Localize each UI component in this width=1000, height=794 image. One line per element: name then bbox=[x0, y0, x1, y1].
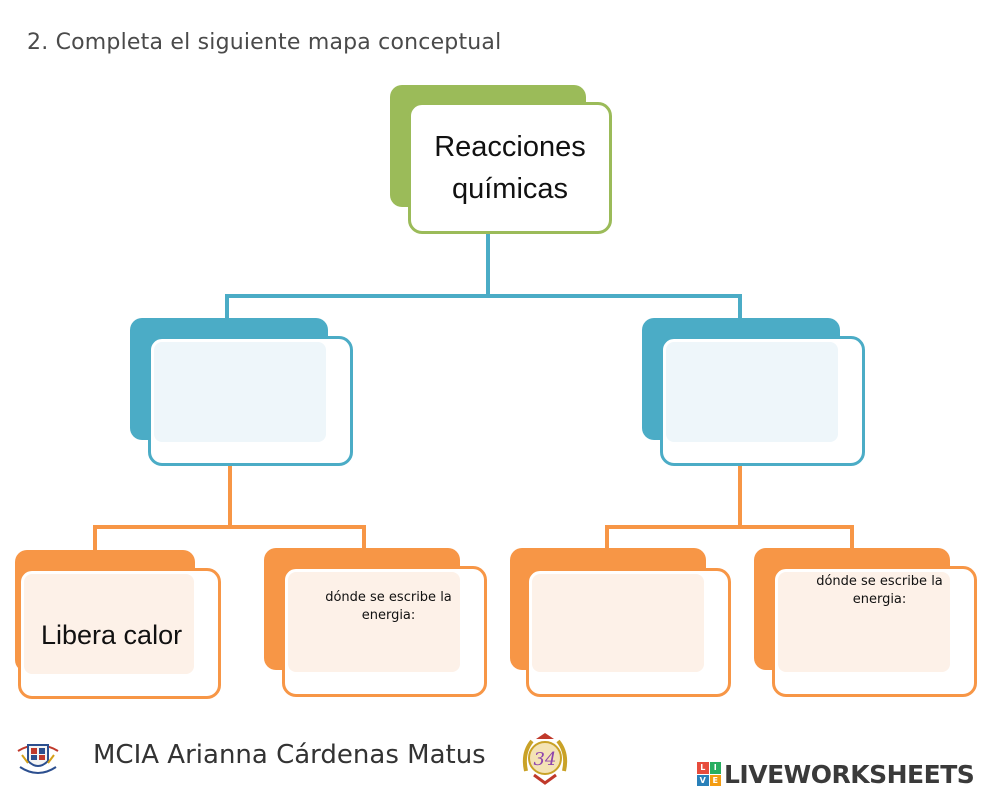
leaf-4-box: dónde se escribe la energia: bbox=[772, 566, 977, 697]
lw-icon-letter-e: E bbox=[709, 774, 721, 786]
connector-root-down bbox=[486, 232, 490, 298]
lw-icon-letter-i: I bbox=[709, 762, 721, 774]
branch-right-node bbox=[642, 318, 867, 467]
lw-icon-letter-v: V bbox=[697, 774, 709, 786]
leaf-1-box: Libera calor bbox=[18, 568, 221, 699]
connector-right-branch bbox=[738, 294, 742, 334]
leaf-4-label: dónde se escribe la energia: bbox=[816, 574, 943, 607]
branch-right-answer-field[interactable] bbox=[666, 342, 838, 442]
connector-left-branch bbox=[225, 294, 229, 334]
liveworksheets-logo[interactable]: L I V E LIVEWORKSHEETS bbox=[697, 756, 975, 792]
connector-root-horizontal bbox=[225, 294, 742, 298]
leaf-2-inner bbox=[288, 572, 460, 672]
leaf-4-inner bbox=[778, 572, 950, 672]
instruction-text: 2. Completa el siguiente mapa conceptual bbox=[27, 30, 502, 55]
connector-right-horizontal bbox=[605, 525, 854, 529]
leaf-3-node bbox=[510, 548, 732, 698]
connector-leaf1 bbox=[93, 525, 97, 551]
root-node-box: Reacciones químicas bbox=[408, 102, 612, 234]
leaf-3-box bbox=[526, 568, 731, 697]
branch-left-box bbox=[148, 336, 353, 466]
lw-icon-letter-l: L bbox=[697, 762, 709, 774]
leaf-1-inner bbox=[24, 574, 194, 674]
connector-leaf2 bbox=[362, 525, 366, 551]
connector-leaf3 bbox=[605, 525, 609, 551]
leaf-1-node: Libera calor bbox=[15, 550, 221, 700]
leaf-2-node: dónde se escribe la energia: bbox=[264, 548, 489, 698]
branch-left-answer-field[interactable] bbox=[154, 342, 326, 442]
root-node-label: Reacciones químicas bbox=[434, 130, 586, 205]
anniversary-badge-logo: 34 bbox=[518, 731, 572, 785]
connector-left-down bbox=[228, 462, 232, 528]
school-crest-logo bbox=[14, 737, 62, 779]
leaf-2-label: dónde se escribe la energia: bbox=[325, 590, 452, 623]
leaf-1-label: Libera calor bbox=[41, 620, 183, 650]
author-name: MCIA Arianna Cárdenas Matus bbox=[93, 740, 486, 770]
connector-leaf4 bbox=[850, 525, 854, 551]
root-node: Reacciones químicas bbox=[390, 85, 612, 235]
branch-right-box bbox=[660, 336, 865, 466]
liveworksheets-icon: L I V E bbox=[697, 762, 721, 786]
liveworksheets-wordmark: LIVEWORKSHEETS bbox=[724, 759, 975, 789]
connector-left-horizontal bbox=[93, 525, 366, 529]
anniversary-number: 34 bbox=[534, 749, 557, 770]
leaf-2-box: dónde se escribe la energia: bbox=[282, 566, 487, 697]
branch-left-node bbox=[130, 318, 355, 467]
connector-right-down bbox=[738, 462, 742, 528]
leaf-4-node: dónde se escribe la energia: bbox=[754, 548, 978, 698]
leaf-3-answer-field[interactable] bbox=[532, 574, 704, 672]
